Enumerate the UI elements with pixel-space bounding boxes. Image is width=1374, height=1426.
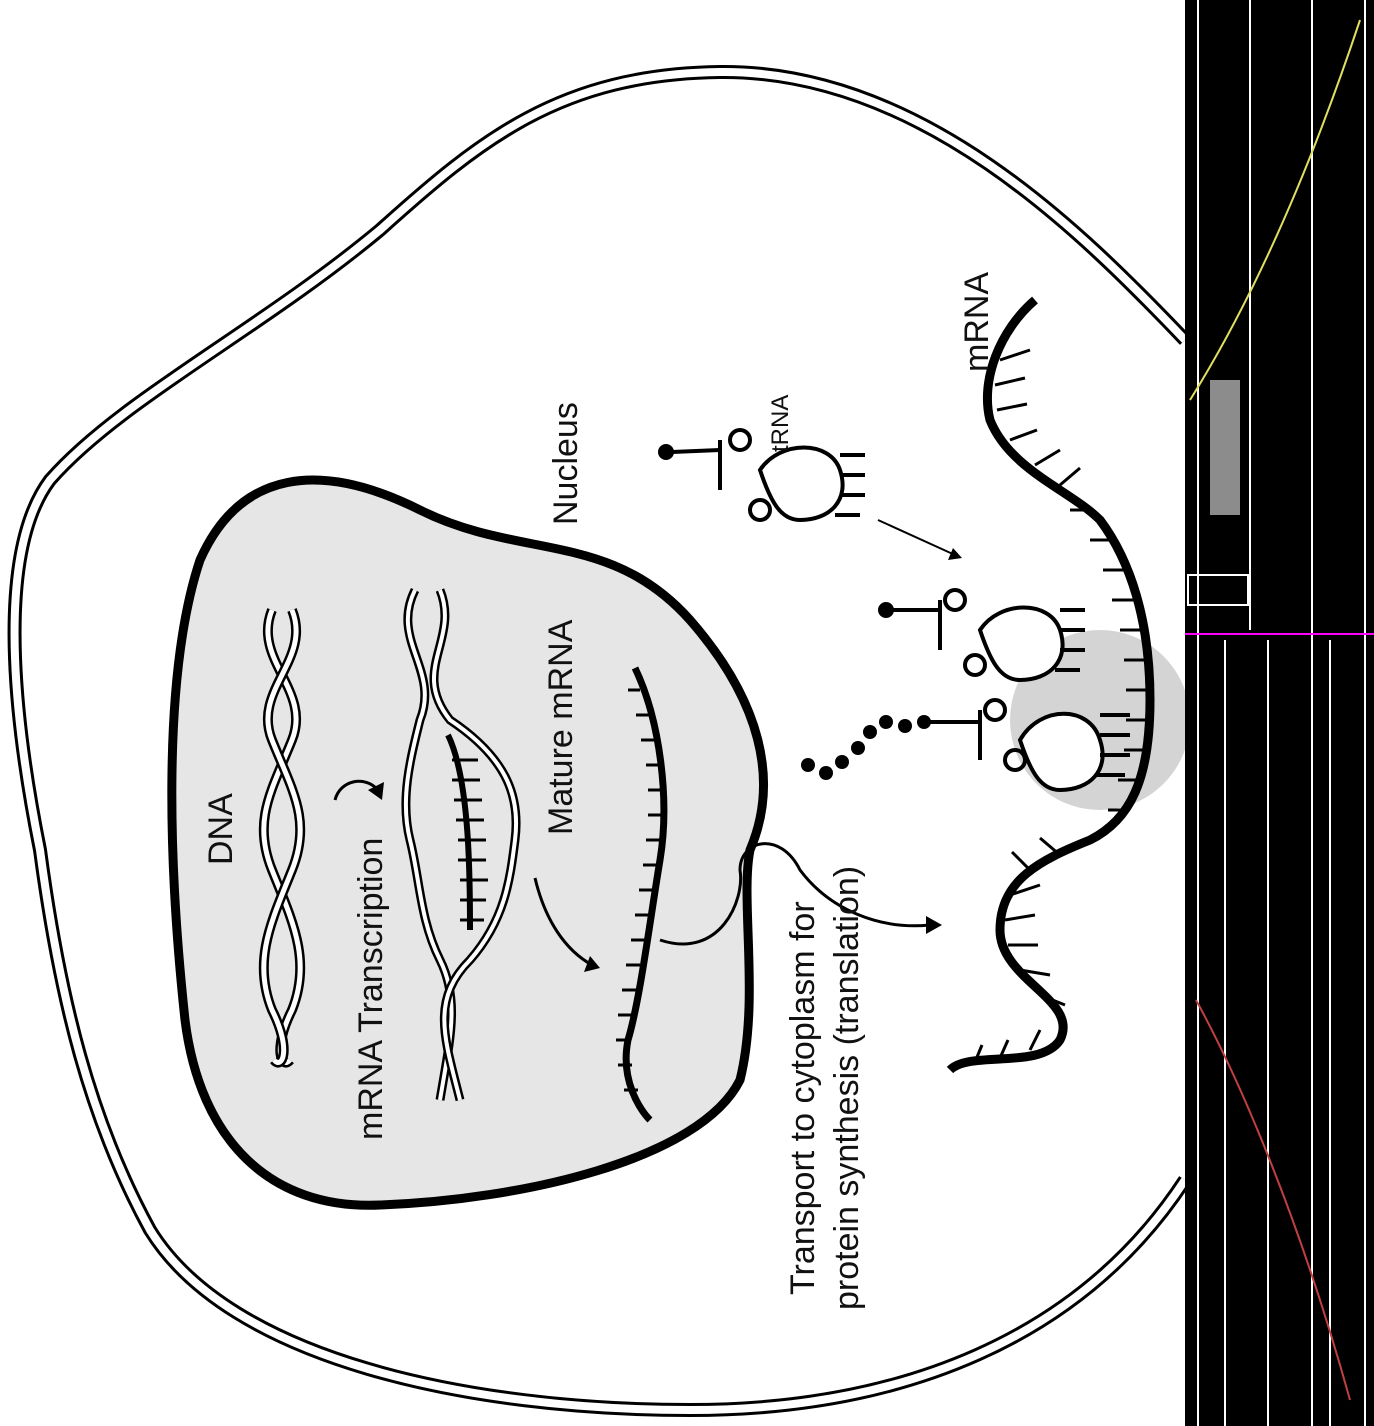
label-transport-line2: protein synthesis (translation) (828, 866, 866, 1310)
label-transport-line1: Transport to cytoplasm for (784, 901, 822, 1295)
label-trna: tRNA (767, 395, 794, 452)
label-mature-mrna: Mature mRNA (542, 619, 580, 835)
label-mrna-transcription: mRNA Transcription (352, 838, 390, 1140)
corrupted-image-strip (1185, 0, 1374, 1426)
label-dna: DNA (202, 793, 240, 865)
label-mrna: mRNA (958, 272, 996, 372)
label-nucleus: Nucleus (547, 402, 585, 525)
